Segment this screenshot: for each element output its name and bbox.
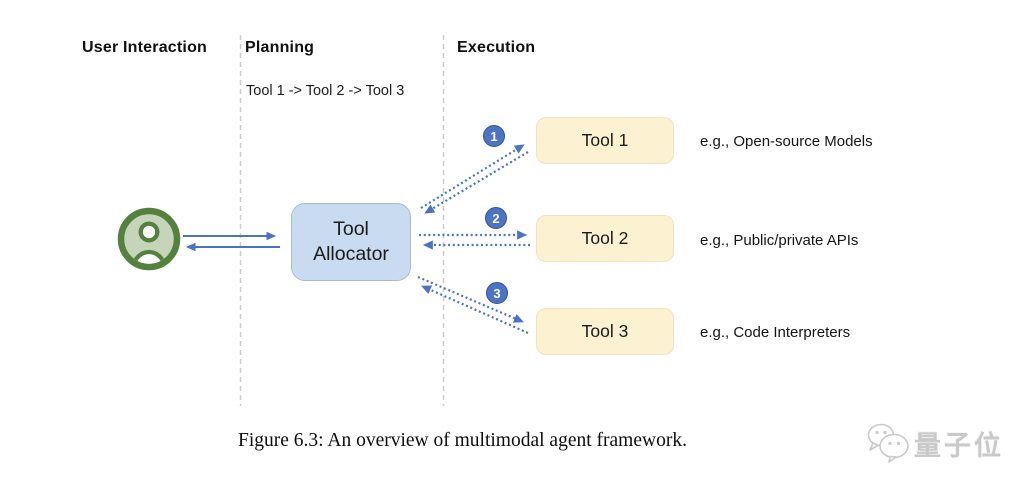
tool-2-example: e.g., Public/private APIs: [700, 232, 859, 249]
step-badge-3: 3: [486, 282, 508, 304]
tool-1-box: Tool 1: [536, 117, 674, 164]
tool-1-label: Tool 1: [581, 130, 629, 150]
watermark-text: 量子位: [914, 430, 1004, 461]
step-badge-1: 1: [483, 125, 505, 147]
figure-caption: Figure 6.3: An overview of multimodal ag…: [238, 430, 687, 451]
arrow-allocator-tool1: [420, 144, 529, 214]
tool-3-box: Tool 3: [536, 308, 674, 355]
tool-allocator-box: Tool Allocator: [291, 203, 411, 281]
arrow-allocator-tool2: [419, 230, 530, 250]
tool-2-box: Tool 2: [536, 215, 674, 262]
tool-3-label: Tool 3: [581, 321, 629, 341]
tool-allocator-label-line1: Tool: [333, 218, 369, 240]
step-badge-2: 2: [485, 207, 507, 229]
tool-1-example: e.g., Open-source Models: [700, 133, 873, 150]
tool-2-label: Tool 2: [581, 228, 629, 248]
user-icon: [117, 207, 181, 271]
watermark: 量子位: [866, 420, 1004, 466]
column-header-execution: Execution: [457, 39, 536, 56]
tool-3-example: e.g., Code Interpreters: [700, 324, 851, 341]
plan-sequence-text: Tool 1 -> Tool 2 -> Tool 3: [246, 83, 405, 99]
column-header-planning: Planning: [245, 39, 315, 56]
tool-allocator-label-line2: Allocator: [313, 243, 389, 265]
column-header-user-interaction: User Interaction: [82, 39, 208, 56]
arrow-allocator-tool3: [417, 275, 529, 335]
chat-bubbles-icon: [867, 423, 909, 463]
